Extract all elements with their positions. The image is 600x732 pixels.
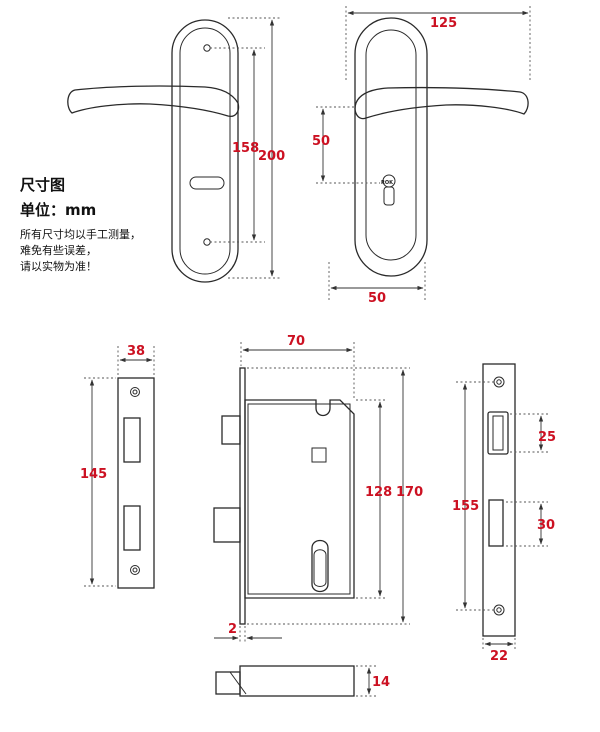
latch-side-view [215,665,355,697]
dim-38-label: 38 [127,344,145,359]
mortise-lock-body [213,367,355,625]
latch-side-bevel [229,671,247,695]
faceplate-screw-top [493,376,505,388]
dim-128-label: 128 [365,485,392,500]
dim-case-height: 128 [356,399,392,599]
dim-strike-height: 145 [80,377,116,587]
notes-disclaimer-2: 难免有些误差， [20,243,97,257]
dim-14-label: 14 [372,675,390,690]
dim-faceplate-height: 170 [247,367,423,625]
front-plate-slot [189,176,225,190]
notes-title: 尺寸图 [20,176,65,194]
dim-2-label: 2 [228,622,237,637]
latch-bolt [221,415,241,445]
dim-faceplate-hole-spacing: 155 [452,381,494,611]
dim-handle-to-keyhole: 50 [312,106,380,184]
back-plate-outer [354,17,428,277]
dim-155-label: 155 [452,499,479,514]
lock-case [244,399,355,599]
strike-plate-outline [117,377,155,589]
dim-145-label: 145 [80,467,107,482]
front-lever-handle [67,85,240,117]
dim-plate-hole-spacing: 158 [210,47,265,243]
front-handle-plate [67,19,240,283]
dim-22-label: 22 [490,649,508,664]
faceplate-latch-opening [487,411,509,455]
dead-bolt [213,507,241,543]
front-plate-inner [179,27,231,275]
dim-lock-depth: 70 [240,334,355,398]
dim-strike-width: 38 [117,344,155,376]
dim-170-label: 170 [396,485,423,500]
strike-screw-top [130,387,140,397]
plate-screw-top [203,44,211,52]
dim-70-label: 70 [287,334,305,349]
notes-disclaimer-1: 所有尺寸均以手工测量， [20,227,141,241]
notes-unit: 单位：mm [20,201,96,219]
dim-200-label: 200 [258,149,285,164]
back-handle-plate: ROK [354,17,529,277]
back-plate-inner [365,29,417,261]
strike-screw-bottom [130,565,140,575]
faceplate-outline [482,363,516,637]
lock-faceplate [239,367,246,625]
back-lever-handle [354,86,529,120]
dim-faceplate-width: 22 [482,638,516,664]
dim-125-label: 125 [430,16,457,31]
keyhole-brand-text: ROK [381,180,394,186]
strike-bolt-opening [123,505,141,551]
dim-25-label: 25 [538,430,556,445]
dim-latch-thickness: 14 [356,665,390,697]
dim-50-vertical-label: 50 [312,134,330,149]
spindle-square [311,447,327,463]
strike-latch-opening [123,417,141,463]
strike-plate [117,377,155,589]
dim-bolt-opening: 30 [506,501,555,547]
latch-side-bolt [215,671,241,695]
lock-case-inner [247,403,351,595]
faceplate-screw-bottom [493,604,505,616]
notes-disclaimer-3: 请以实物为准！ [20,259,97,273]
keyhole-slot [383,186,395,206]
faceplate-right [482,363,516,637]
dim-faceplate-thickness: 2 [214,622,282,642]
plate-screw-bottom [203,238,211,246]
notes-block: 尺寸图 单位：mm 所有尺寸均以手工测量， 难免有些误差， 请以实物为准！ [20,176,141,273]
front-plate-outer [171,19,239,283]
dim-plate-height: 200 [228,17,285,279]
faceplate-bolt-opening [488,499,504,547]
dim-158-label: 158 [232,141,259,156]
dim-30-label: 30 [537,518,555,533]
cylinder-hole [311,539,329,593]
dim-plate-width: 50 [328,262,426,306]
latch-side-body [239,665,355,697]
dim-handle-length: 125 [345,6,531,80]
dim-latch-opening: 25 [510,413,556,453]
dim-50-horizontal-label: 50 [368,291,386,306]
